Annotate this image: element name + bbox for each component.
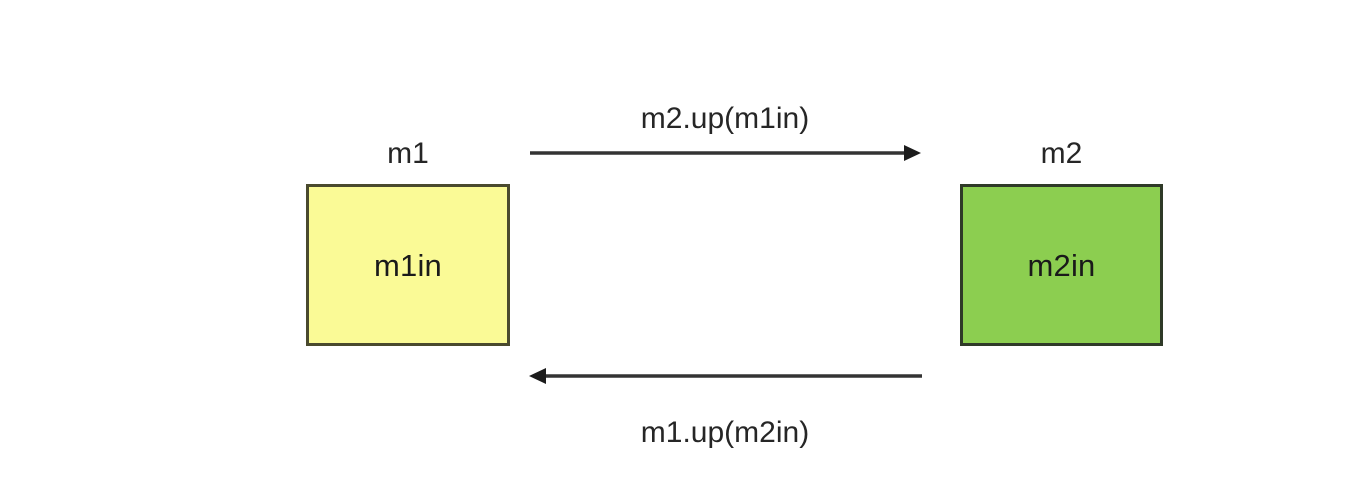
node-box-label-m1in: m1in: [374, 247, 442, 283]
node-box-m1[interactable]: m1in: [306, 184, 510, 346]
arrow-right-icon: [530, 145, 921, 161]
node-box-label-m2in: m2in: [1027, 247, 1096, 283]
node-box-m2[interactable]: m2in: [960, 184, 1163, 346]
arrow-label-bottom: m1.up(m2in): [640, 416, 810, 449]
node-title-m2: m2: [1040, 137, 1083, 170]
node-title-m1: m1: [387, 137, 429, 170]
arrow-label-top: m2.up(m1in): [640, 102, 810, 135]
arrow-left-icon: [529, 368, 922, 384]
